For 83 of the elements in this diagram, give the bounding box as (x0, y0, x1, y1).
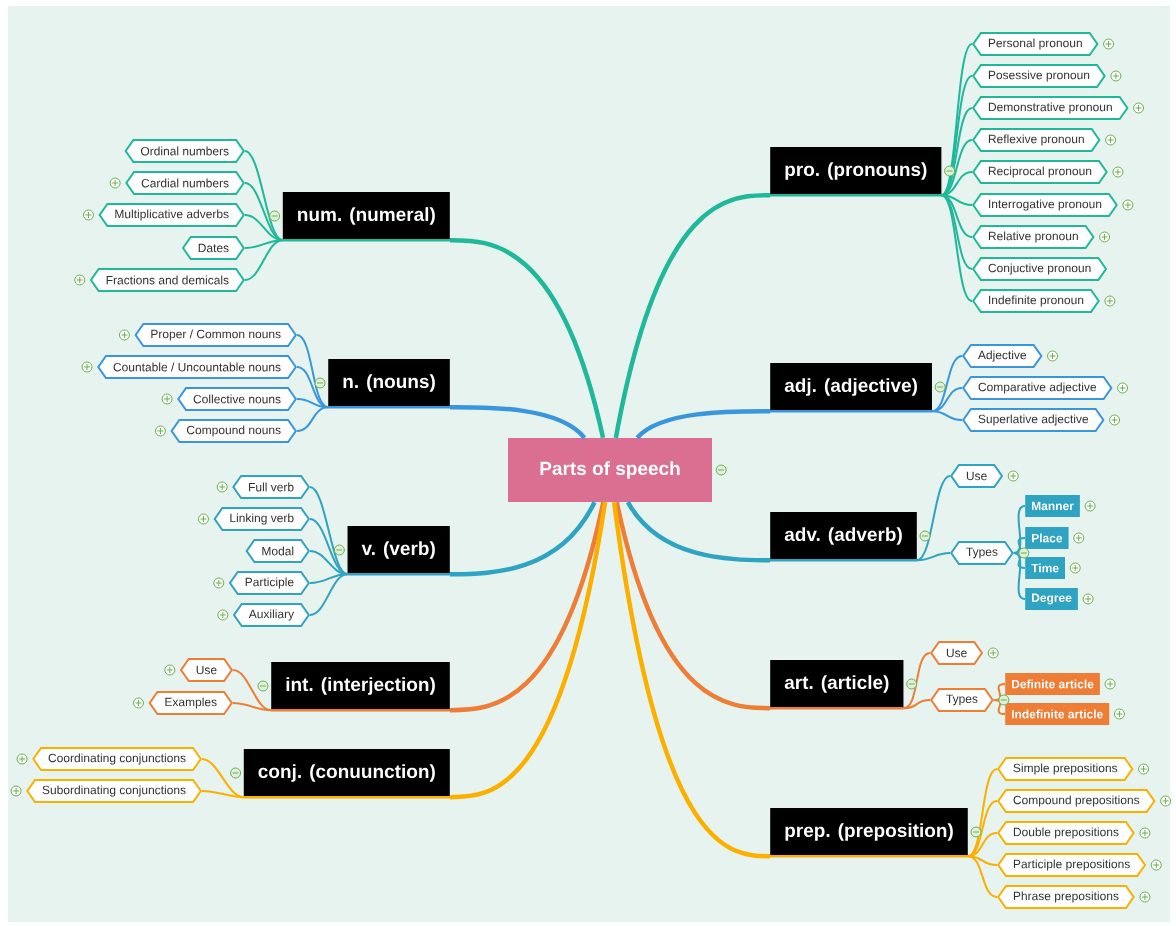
category-box: adj. (adjective) (770, 363, 933, 413)
connector (201, 790, 245, 799)
connector (940, 194, 973, 238)
topic-tag: Personal pronoun (972, 32, 1099, 56)
connector (967, 800, 998, 858)
category-box: art. (article) (770, 660, 904, 710)
topic-tag: Proper / Common nouns (134, 323, 297, 347)
topic-tag: Phrase prepositions (997, 885, 1135, 909)
topic-tag: Comparative adjective (962, 376, 1113, 400)
topic-tag: Modal (245, 539, 310, 563)
type-box: Manner (1025, 495, 1080, 517)
connector (940, 194, 973, 302)
type-box: Definite article (1005, 673, 1100, 695)
topic-tag: Double prepositions (997, 821, 1135, 845)
topic-tag: Relative pronoun (972, 225, 1095, 249)
connector (931, 410, 963, 421)
connector (614, 501, 771, 711)
category-box: conj. (conuunction) (243, 749, 450, 799)
topic-tag: Demonstrative pronoun (972, 96, 1129, 120)
topic-tag: Subordinating conjunctions (26, 779, 202, 803)
topic-tag: Compound prepositions (997, 789, 1156, 813)
category-box: prep. (preposition) (770, 808, 968, 858)
connector (450, 501, 597, 577)
category-box: num. (numeral) (282, 192, 450, 242)
connector (611, 501, 771, 859)
connector (450, 237, 606, 439)
category-box: int. (interjection) (271, 662, 450, 712)
topic-tag: Conjuctive pronoun (972, 257, 1108, 281)
topic-tag: Ordinal numbers (124, 139, 245, 163)
topic-tag: Auxiliary (232, 603, 310, 627)
connector (992, 699, 1006, 715)
topic-tag: Participle prepositions (997, 853, 1147, 877)
type-box: Time (1025, 557, 1065, 579)
category-box: pro. (pronouns) (770, 147, 942, 197)
type-box: Place (1025, 527, 1069, 549)
topic-tag: Fractions and demicals (89, 268, 245, 292)
category-box: v. (verb) (347, 526, 450, 576)
connector (296, 406, 330, 432)
topic-tag: Types (930, 688, 994, 712)
topic-tag: Reciprocal pronoun (972, 160, 1108, 184)
connector (902, 699, 931, 710)
topic-tag: Use (930, 641, 984, 665)
type-box: Indefinite article (1005, 703, 1110, 725)
topic-tag: Indefinite pronoun (972, 289, 1100, 313)
topic-tag: Participle (228, 571, 310, 595)
connector (244, 239, 284, 281)
topic-tag: Coordinating conjunctions (32, 747, 202, 771)
connector (449, 501, 608, 800)
connector (916, 552, 951, 562)
topic-tag: Multiplicative adverbs (98, 203, 245, 227)
connector (244, 150, 284, 242)
connector (450, 404, 587, 440)
topic-tag: Use (179, 658, 233, 682)
connector (449, 501, 606, 713)
topic-tag: Superlative adjective (962, 408, 1105, 432)
connector (232, 702, 272, 712)
topic-tag: Posessive pronoun (972, 64, 1106, 88)
category-box: adv. (adverb) (770, 512, 917, 562)
connector (967, 855, 998, 866)
topic-tag: Adjective (962, 344, 1043, 368)
connector (626, 500, 771, 563)
topic-tag: Dates (181, 236, 245, 260)
topic-tag: Linking verb (213, 507, 310, 531)
topic-tag: Collective nouns (177, 387, 297, 411)
connector (916, 475, 951, 562)
topic-tag: Reflexive pronoun (972, 128, 1101, 152)
topic-tag: Compound nouns (170, 419, 297, 443)
central-topic-box: Parts of speech (508, 438, 712, 502)
topic-tag: Examples (148, 691, 233, 715)
category-box: n. (nouns) (328, 359, 450, 409)
topic-tag: Use (950, 464, 1004, 488)
topic-tag: Full verb (232, 475, 310, 499)
topic-tag: Simple prepositions (997, 757, 1134, 781)
connector (967, 855, 998, 898)
topic-tag: Cardial numbers (125, 171, 245, 195)
topic-tag: Types (950, 541, 1014, 565)
connector (309, 573, 349, 616)
connector (940, 107, 973, 197)
topic-tag: Countable / Uncountable nouns (97, 355, 297, 379)
topic-tag: Interrogative pronoun (972, 193, 1118, 217)
connector (635, 408, 770, 440)
type-box: Degree (1025, 588, 1078, 610)
connector (613, 192, 771, 439)
